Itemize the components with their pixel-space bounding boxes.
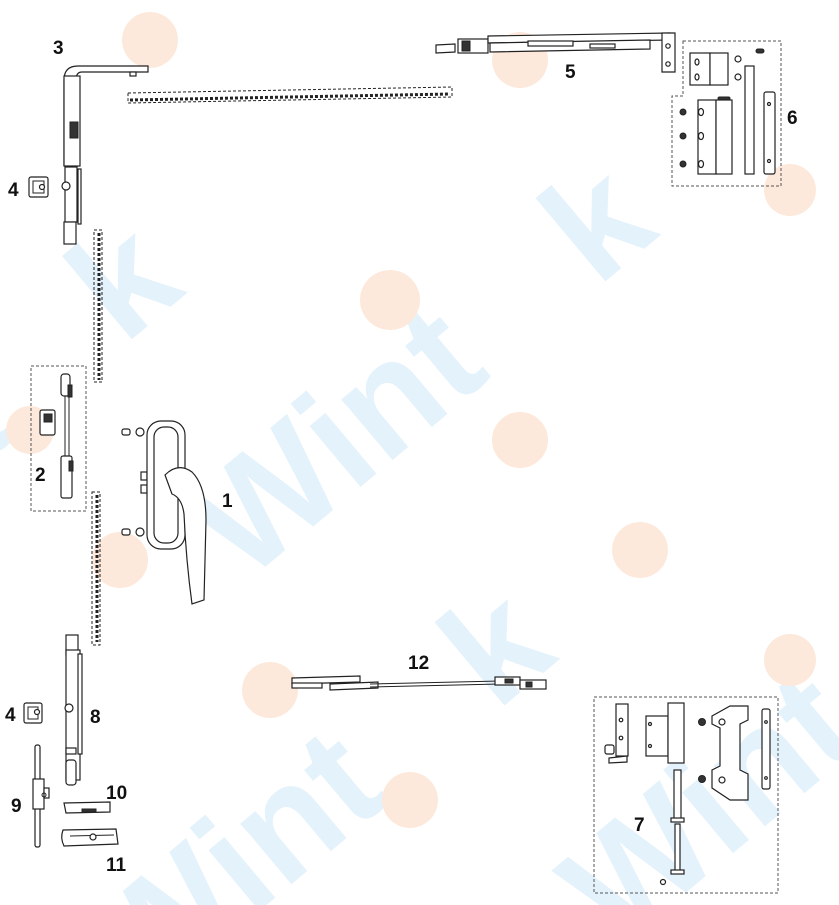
bottom-keeper-part: [61, 828, 119, 847]
callout-12: 12: [408, 653, 430, 674]
bottom-hinge-set-part: [593, 696, 779, 894]
callout-4-lower: 4: [5, 705, 16, 726]
handle-part: [121, 420, 207, 605]
callout-11: 11: [106, 855, 127, 876]
callout-8: 8: [90, 707, 101, 728]
callout-7: 7: [634, 815, 645, 836]
corner-drive-part: [61, 65, 149, 245]
lower-drive-part: [64, 634, 83, 786]
callout-5: 5: [565, 62, 576, 83]
sash-lifter-part: [63, 801, 111, 814]
callout-10: 10: [106, 783, 128, 804]
lift-bolt-part: [32, 744, 50, 848]
keeper-lower-part: [23, 702, 43, 724]
middle-lock-part: [30, 365, 87, 512]
top-hinge-set-part: [671, 40, 782, 187]
callout-3: 3: [53, 38, 64, 59]
upper-vertical-rod: [93, 229, 103, 383]
callout-2: 2: [35, 465, 46, 486]
callout-4-upper: 4: [8, 180, 19, 201]
tilt-arm-part: [291, 675, 547, 691]
callout-1: 1: [222, 491, 233, 512]
lower-vertical-rod: [91, 491, 101, 646]
callout-6: 6: [787, 108, 798, 129]
stay-arm-part: [435, 32, 676, 73]
callout-9: 9: [11, 796, 22, 817]
top-connecting-rod: [127, 86, 453, 104]
keeper-upper-part: [28, 176, 49, 198]
